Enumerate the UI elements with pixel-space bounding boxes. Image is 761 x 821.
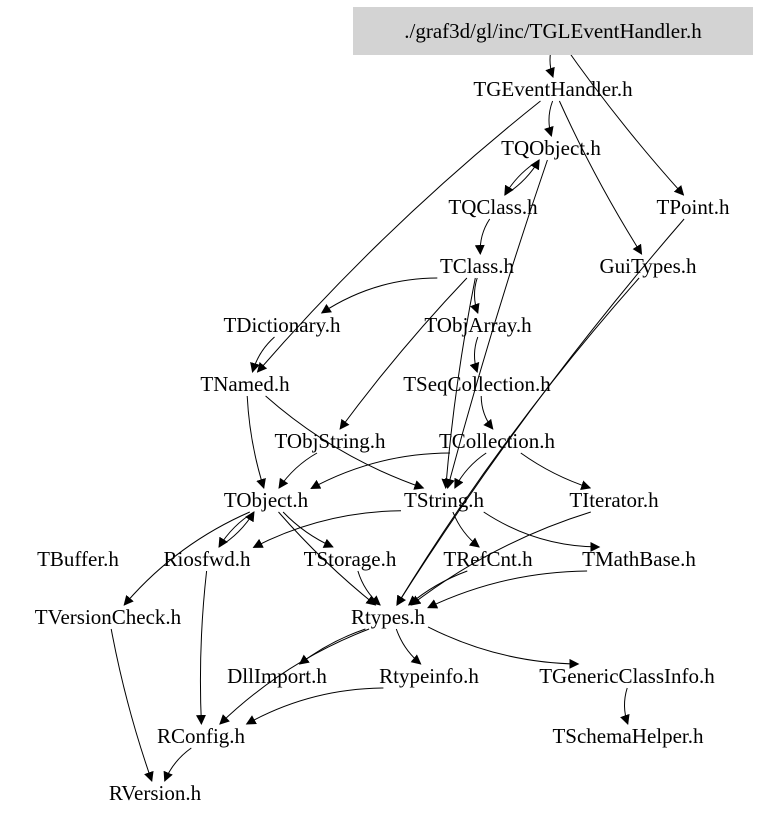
edge-TObject-to-Rtypes <box>278 511 377 606</box>
node-TCollection[interactable]: TCollection.h <box>439 429 556 453</box>
root-node-highlight <box>353 7 753 55</box>
edge-TQClass-to-TQObject <box>504 159 540 196</box>
edge-TClass-to-TObjString <box>339 277 468 430</box>
node-TObjString[interactable]: TObjString.h <box>274 429 386 453</box>
edge-TIterator-to-Rtypes <box>410 511 591 606</box>
edge-Rtypes-to-RConfig <box>219 628 370 725</box>
node-TBuffer[interactable]: TBuffer.h <box>37 547 119 571</box>
edge-TGEventHandler-to-GuiTypes <box>558 100 643 255</box>
edge-TQObject-to-TQClass <box>504 159 540 196</box>
node-TSchemaHelper[interactable]: TSchemaHelper.h <box>552 724 704 748</box>
edge-TCollection-to-TObject <box>310 452 451 489</box>
edge-TGEventHandler-to-TNamed <box>256 100 541 373</box>
edge-TSeqCollection-to-TCollection <box>480 395 494 430</box>
edge-TClass-to-TString <box>441 277 476 489</box>
edge-TDictionary-to-TNamed <box>250 336 275 373</box>
node-TString[interactable]: TString.h <box>404 488 484 512</box>
edge-TVersionCheck-to-RVersion <box>110 628 154 782</box>
node-Riosfwd[interactable]: Riosfwd.h <box>164 547 251 571</box>
edge-TString-to-Riosfwd <box>252 510 402 548</box>
node-TObject[interactable]: TObject.h <box>224 488 309 512</box>
edge-TCollection-to-TIterator <box>520 452 592 490</box>
node-GuiTypes[interactable]: GuiTypes.h <box>599 254 697 278</box>
edge-TNamed-to-TObject <box>246 395 266 489</box>
node-TPoint[interactable]: TPoint.h <box>657 195 730 219</box>
node-TRefCnt[interactable]: TRefCnt.h <box>443 547 533 571</box>
edge-TString-to-TRefCnt <box>452 511 480 548</box>
edge-TQClass-to-TClass <box>474 218 491 255</box>
node-TQClass[interactable]: TQClass.h <box>448 195 538 219</box>
node-root[interactable]: ./graf3d/gl/inc/TGLEventHandler.h <box>404 19 702 43</box>
edge-TClass-to-TDictionary <box>320 277 438 314</box>
edges-layer <box>110 42 685 782</box>
edge-GuiTypes-to-Rtypes <box>396 277 640 606</box>
node-TVersionCheck[interactable]: TVersionCheck.h <box>35 605 182 629</box>
node-TGEventHandler[interactable]: TGEventHandler.h <box>473 77 633 101</box>
edge-Riosfwd-to-TObject <box>218 511 255 548</box>
edge-TObject-to-TStorage <box>282 511 334 548</box>
node-TNamed[interactable]: TNamed.h <box>200 372 290 396</box>
edge-TObjString-to-TObject <box>278 452 318 489</box>
edge-TString-to-TMathBase <box>483 511 601 552</box>
node-TObjArray[interactable]: TObjArray.h <box>424 313 532 337</box>
edge-Riosfwd-to-RConfig <box>196 570 208 725</box>
node-Rtypes[interactable]: Rtypes.h <box>351 605 426 629</box>
edge-TGEventHandler-to-TQObject <box>543 100 554 137</box>
node-TSeqCollection[interactable]: TSeqCollection.h <box>403 372 551 396</box>
edge-Rtypes-to-Rtypeinfo <box>395 628 422 665</box>
edge-TNamed-to-TString <box>265 395 425 490</box>
node-RVersion[interactable]: RVersion.h <box>109 781 202 805</box>
node-TClass[interactable]: TClass.h <box>440 254 515 278</box>
node-Rtypeinfo[interactable]: Rtypeinfo.h <box>379 664 479 688</box>
node-TQObject[interactable]: TQObject.h <box>501 136 601 160</box>
edge-TCollection-to-TString <box>454 452 487 489</box>
edge-Rtypeinfo-to-RConfig <box>245 687 384 725</box>
edge-TObjArray-to-TSeqCollection <box>469 336 480 373</box>
edge-Rtypes-to-TGenericClassInfo <box>427 626 580 669</box>
node-TIterator[interactable]: TIterator.h <box>569 488 659 512</box>
node-DllImport[interactable]: DllImport.h <box>227 664 327 688</box>
edge-TClass-to-TObjArray <box>470 277 480 314</box>
edge-TObject-to-TVersionCheck <box>123 511 250 606</box>
edge-TObject-to-Riosfwd <box>218 511 255 548</box>
edge-root-to-TPoint <box>562 42 685 196</box>
node-RConfig[interactable]: RConfig.h <box>157 724 246 748</box>
node-TStorage[interactable]: TStorage.h <box>304 547 397 571</box>
nodes-layer: ./graf3d/gl/inc/TGLEventHandler.hTGEvent… <box>35 19 730 805</box>
edge-Rtypes-to-DllImport <box>298 628 366 665</box>
edge-TMathBase-to-Rtypes <box>427 570 588 609</box>
edge-TGenericClassInfo-to-TSchemaHelper <box>620 687 630 725</box>
edge-TPoint-to-Rtypes <box>396 218 685 606</box>
edge-TStorage-to-Rtypes <box>357 570 381 606</box>
node-TGenericClassInfo[interactable]: TGenericClassInfo.h <box>539 664 715 688</box>
node-TDictionary[interactable]: TDictionary.h <box>223 313 341 337</box>
edge-TQObject-to-TString <box>445 159 548 489</box>
node-TMathBase[interactable]: TMathBase.h <box>582 547 696 571</box>
edge-RConfig-to-RVersion <box>163 747 192 782</box>
